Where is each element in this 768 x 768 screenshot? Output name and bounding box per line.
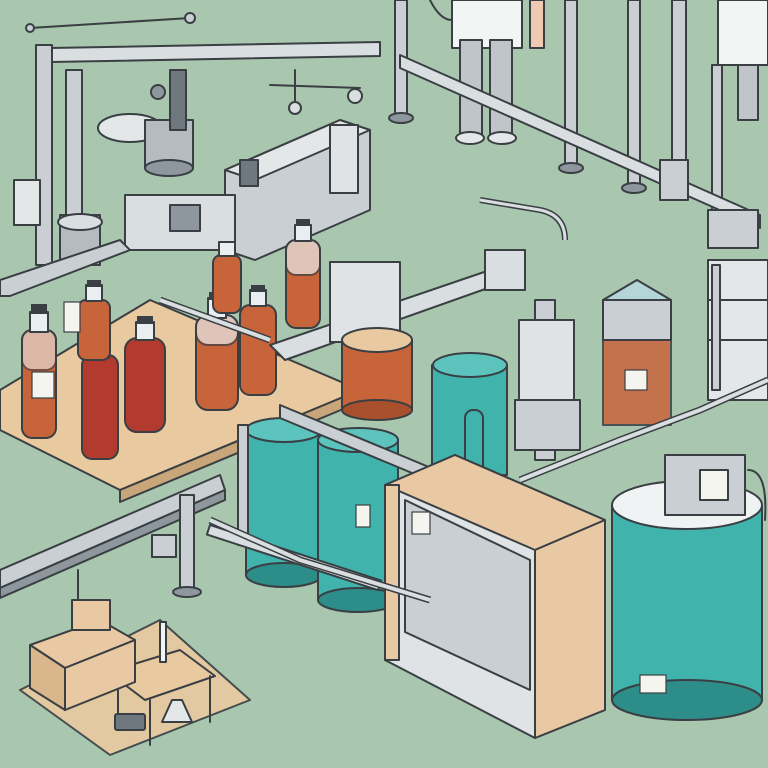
bottle-amber-6 bbox=[239, 285, 277, 396]
bottle-red-4 bbox=[124, 316, 166, 433]
pipe-network bbox=[158, 197, 768, 604]
mixer-machine-upper bbox=[97, 69, 363, 177]
amber-tank-right bbox=[602, 279, 672, 426]
valve-column-left bbox=[0, 179, 131, 297]
gauge-column bbox=[514, 299, 581, 461]
bottle-tag-left bbox=[31, 371, 55, 399]
overhead-gantry bbox=[25, 12, 381, 266]
small-table-front bbox=[19, 619, 251, 756]
bottle-group-left bbox=[21, 219, 321, 460]
front-cabinet bbox=[384, 454, 606, 739]
rack-right bbox=[707, 259, 768, 401]
control-machine-center bbox=[124, 119, 371, 261]
bottle-amber-1 bbox=[21, 304, 57, 439]
worker-figure-right bbox=[717, 0, 768, 121]
bottle-amber-7 bbox=[212, 241, 242, 314]
teal-tank-large bbox=[611, 454, 767, 721]
tank-tag-center bbox=[355, 504, 371, 528]
tank-amber-center bbox=[341, 327, 413, 421]
cardboard-box-front bbox=[29, 599, 136, 711]
tank-tag-right bbox=[639, 674, 667, 694]
conveyor-center bbox=[269, 249, 526, 361]
conveyor-rail-front bbox=[0, 474, 226, 611]
bottle-amber-3 bbox=[63, 280, 111, 361]
overhead-rail-right bbox=[399, 54, 761, 249]
bottle-amber-8 bbox=[285, 219, 321, 329]
